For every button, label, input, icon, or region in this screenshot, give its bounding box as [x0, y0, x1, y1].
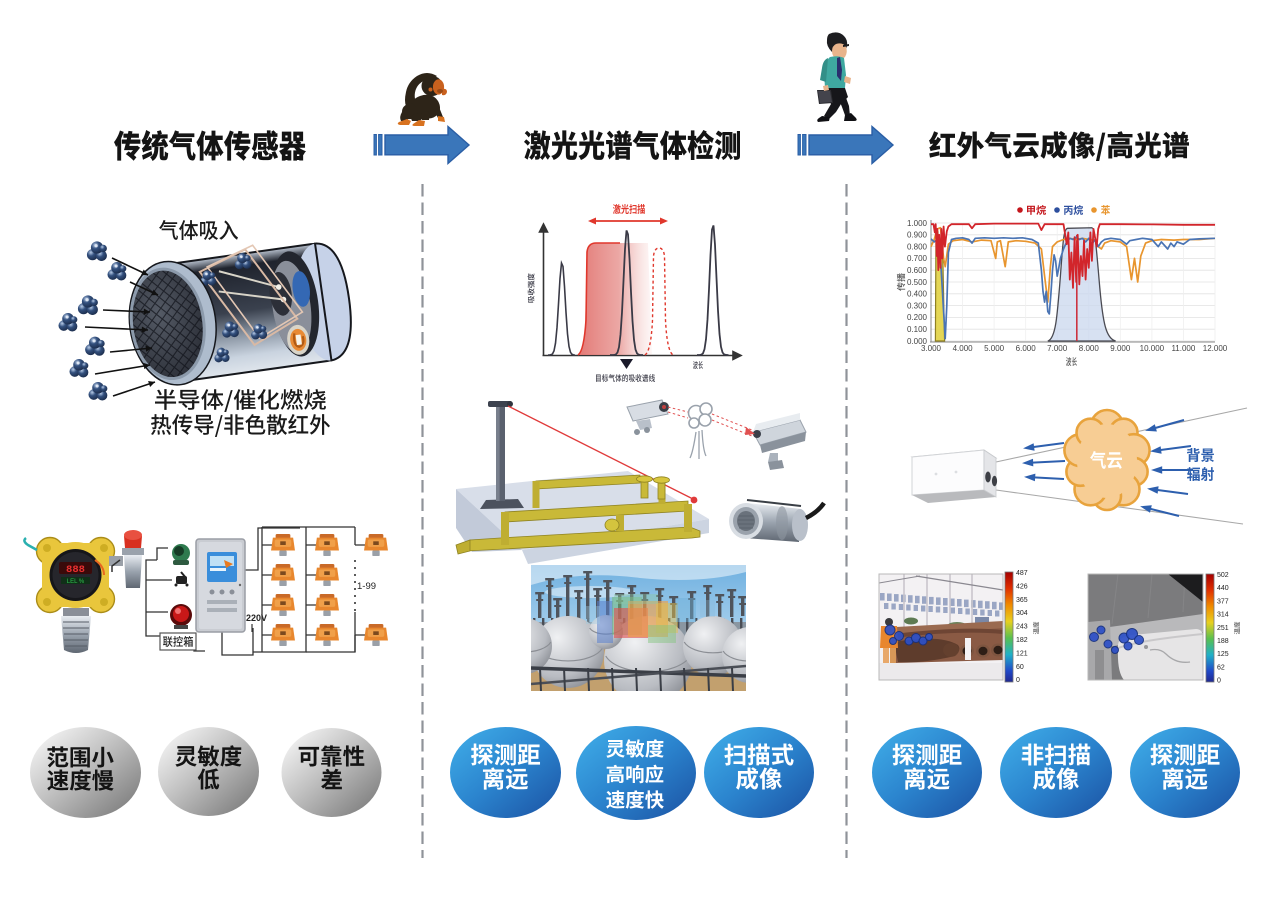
svg-text:1.000: 1.000: [907, 219, 928, 228]
svg-text:7.000: 7.000: [1047, 344, 1068, 353]
svg-text:888: 888: [66, 564, 85, 576]
svg-text:251: 251: [1217, 625, 1229, 632]
svg-text:60: 60: [1016, 664, 1024, 671]
svg-text:426: 426: [1016, 583, 1028, 590]
svg-text:487: 487: [1016, 570, 1028, 577]
svg-text:0.400: 0.400: [907, 290, 928, 299]
svg-text:188: 188: [1217, 638, 1229, 645]
svg-text:0.200: 0.200: [907, 313, 928, 322]
svg-text:0: 0: [1217, 678, 1221, 685]
svg-text:220V: 220V: [246, 613, 267, 623]
svg-text:0.700: 0.700: [907, 254, 928, 263]
svg-text:0.900: 0.900: [907, 231, 928, 240]
svg-text:243: 243: [1016, 624, 1028, 631]
svg-text:0: 0: [1016, 677, 1020, 684]
svg-text:11.000: 11.000: [1171, 344, 1195, 353]
svg-text:440: 440: [1217, 585, 1229, 592]
svg-text:6.000: 6.000: [1016, 344, 1037, 353]
svg-text:1-99: 1-99: [357, 581, 376, 592]
svg-text:0.800: 0.800: [907, 242, 928, 251]
svg-text:0.000: 0.000: [907, 337, 928, 346]
svg-text:314: 314: [1217, 612, 1229, 619]
svg-text:304: 304: [1016, 610, 1028, 617]
svg-text:182: 182: [1016, 637, 1028, 644]
svg-text:121: 121: [1016, 650, 1028, 657]
svg-text:LEL %: LEL %: [67, 579, 85, 585]
svg-text:0.300: 0.300: [907, 301, 928, 310]
svg-text:0.500: 0.500: [907, 278, 928, 287]
svg-text:377: 377: [1217, 598, 1229, 605]
svg-text:3.000: 3.000: [921, 344, 942, 353]
svg-text:4.000: 4.000: [953, 344, 974, 353]
svg-text:12.000: 12.000: [1203, 344, 1228, 353]
svg-text:0.600: 0.600: [907, 266, 928, 275]
svg-text:0.100: 0.100: [907, 325, 928, 334]
svg-text:62: 62: [1217, 664, 1225, 671]
svg-text:10.000: 10.000: [1140, 344, 1165, 353]
svg-text:9.000: 9.000: [1110, 344, 1131, 353]
svg-text:502: 502: [1217, 572, 1229, 579]
svg-text:125: 125: [1217, 651, 1229, 658]
svg-text:5.000: 5.000: [984, 344, 1005, 353]
svg-text:8.000: 8.000: [1079, 344, 1100, 353]
svg-text:365: 365: [1016, 597, 1028, 604]
